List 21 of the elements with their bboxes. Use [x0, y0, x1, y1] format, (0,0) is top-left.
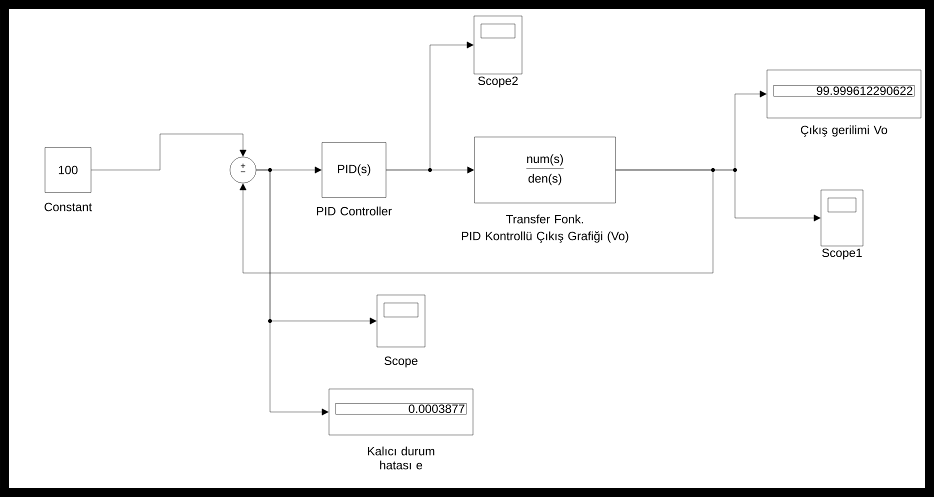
signal-arrow [91, 134, 246, 170]
signal-arrow [386, 166, 474, 174]
block-label: Çıkış gerilimi Vo [800, 125, 888, 137]
display-block: 99.999612290622 [766, 70, 922, 118]
signal-arrow [240, 170, 714, 274]
transfer-function-block: num(s) den(s) [474, 136, 616, 204]
scope-block [820, 190, 864, 246]
block-label: PID Controller [316, 206, 392, 216]
block-label: PID Kontrollü Çıkış Grafiği (Vo) [462, 231, 628, 243]
block-label: Scope1 [822, 248, 862, 260]
block-label: Scope2 [478, 76, 518, 88]
block-label: Transfer Fonk. [506, 214, 584, 224]
signal-arrow [256, 170, 329, 416]
scope-block [376, 294, 426, 348]
block-label: Constant [44, 202, 92, 212]
scope-block [474, 16, 522, 74]
display-block: 0.0003877 [328, 388, 474, 436]
block-label: Scope [384, 356, 418, 368]
constant-block: 100 [44, 147, 92, 193]
block-label: Kalıcı durum hatası e [368, 446, 434, 470]
controller-block: PID(s) [322, 142, 386, 198]
